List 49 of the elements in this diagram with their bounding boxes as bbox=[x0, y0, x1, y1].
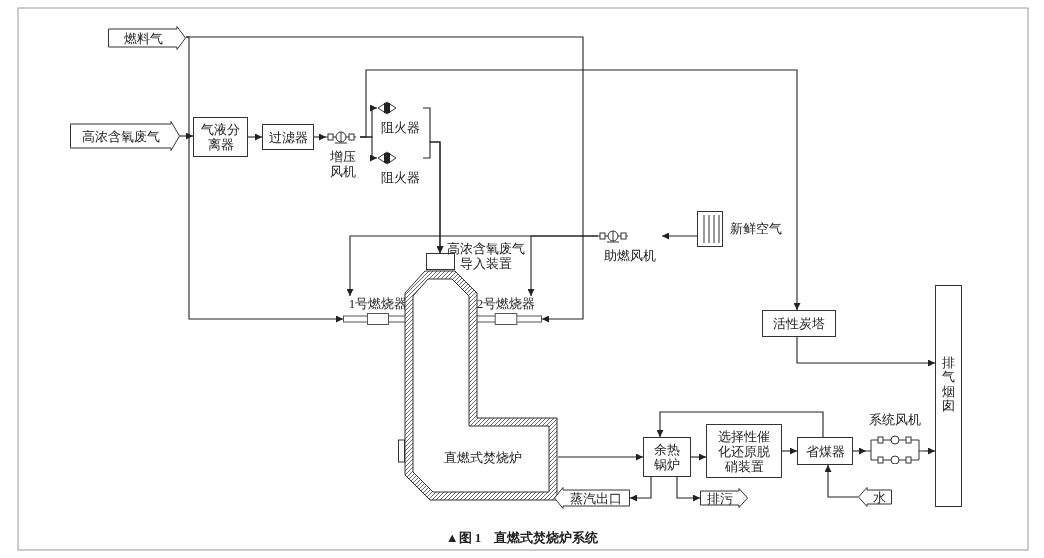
node-label: 2号燃烧器 bbox=[475, 296, 537, 311]
node-label: 水 bbox=[872, 489, 886, 505]
flow-arrow bbox=[179, 132, 194, 140]
flow-arrow bbox=[676, 476, 701, 502]
process-box bbox=[643, 437, 691, 477]
flow-arrow bbox=[824, 464, 859, 498]
figure-caption: ▲图 1 直燃式焚烧炉系统 bbox=[444, 529, 600, 547]
node-label: 活性炭塔 bbox=[773, 316, 825, 331]
node-label: 新鲜空气 bbox=[730, 221, 782, 236]
node-label: 高浓含氧废气 bbox=[82, 128, 160, 144]
node-label: 省煤器 bbox=[805, 443, 845, 459]
node-label: 过滤器 bbox=[268, 129, 308, 145]
process-box bbox=[706, 424, 782, 478]
process-box bbox=[762, 310, 836, 337]
flow-arrow bbox=[247, 133, 263, 141]
node-label: 阻火器 bbox=[379, 170, 421, 185]
flow-arrow bbox=[629, 476, 652, 502]
flow-arrow bbox=[661, 232, 698, 240]
node-label: 排气烟囱 bbox=[942, 356, 955, 414]
flow-arrow bbox=[313, 133, 327, 141]
exhaust-stack bbox=[935, 285, 962, 507]
node-label: 增压风机 bbox=[329, 149, 357, 179]
node-caption: 高浓含氧废气导入装置 bbox=[446, 241, 526, 271]
flow-arrow bbox=[690, 453, 707, 461]
flow-arrow bbox=[796, 336, 936, 367]
flow-arrow bbox=[656, 411, 824, 438]
flow-arrow bbox=[422, 141, 444, 254]
flow-arrow bbox=[923, 447, 936, 455]
flow-arrow bbox=[185, 36, 584, 323]
node-label: 助燃风机 bbox=[603, 248, 657, 263]
node-label: 气液分离器 bbox=[200, 122, 241, 152]
process-box bbox=[193, 117, 248, 157]
flow-arrow bbox=[557, 453, 644, 461]
node-label: 燃料气 bbox=[123, 30, 163, 46]
flow-arrow bbox=[852, 447, 867, 455]
process-box bbox=[262, 124, 314, 150]
flow-arrow bbox=[781, 447, 798, 455]
flow-arrow bbox=[527, 235, 599, 297]
node-label: 阻火器 bbox=[379, 120, 421, 135]
node-label: 直燃式焚烧炉 bbox=[443, 450, 523, 465]
node-label: 蒸汽出口 bbox=[570, 490, 622, 506]
node-label: 系统风机 bbox=[868, 412, 922, 427]
process-box bbox=[797, 437, 853, 465]
node-label: 余热锅炉 bbox=[653, 442, 681, 472]
node-label: 选择性催化还原脱硝装置 bbox=[717, 428, 771, 474]
flow-arrow bbox=[185, 36, 344, 323]
node-label: 排污 bbox=[707, 490, 733, 506]
node-label: 1号燃烧器 bbox=[347, 296, 409, 311]
flow-arrow bbox=[359, 69, 801, 311]
